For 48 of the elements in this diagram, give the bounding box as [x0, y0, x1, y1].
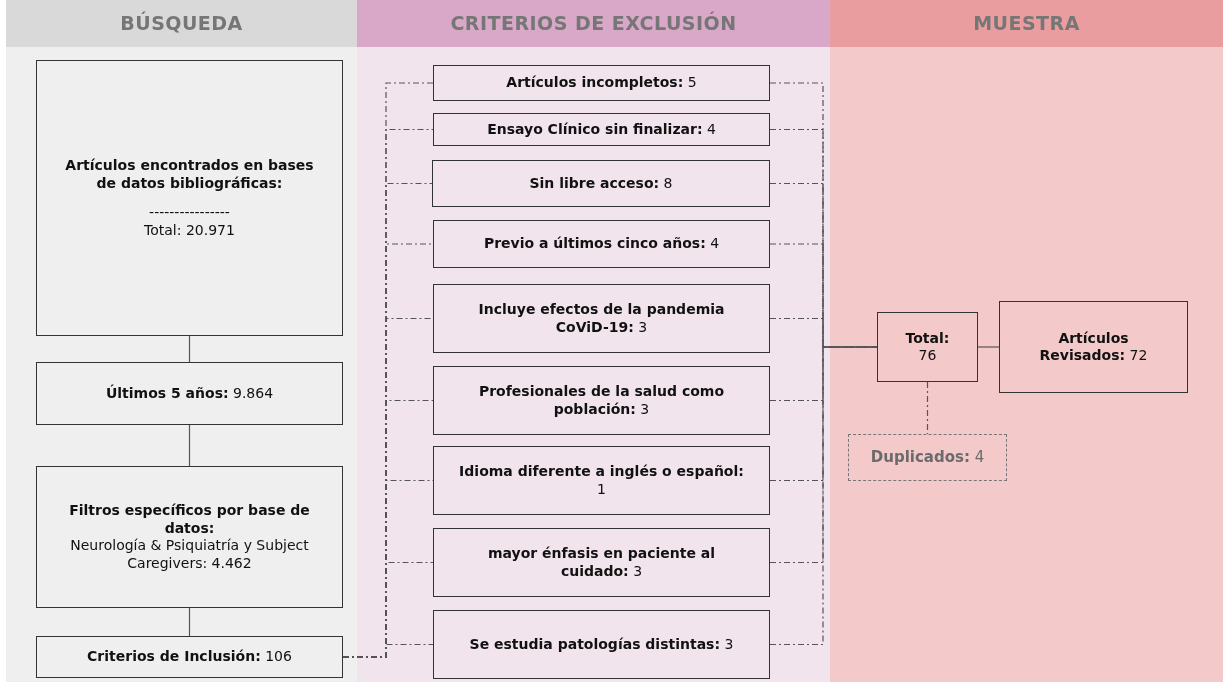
- box-text: Sin libre acceso: 8: [529, 174, 673, 193]
- process-box: [432, 160, 770, 207]
- column-band: [830, 0, 1223, 682]
- box-text: Duplicados: 4: [870, 448, 985, 467]
- box-text: Idioma diferente a inglés o español: 1: [458, 463, 745, 498]
- connector-line: [188, 335, 191, 363]
- connector-line: [769, 346, 878, 482]
- process-box: [433, 446, 770, 515]
- column-header: CRITERIOS DE EXCLUSIÓN: [357, 0, 830, 47]
- process-box: [433, 528, 770, 597]
- column-header: BÚSQUEDA: [6, 0, 357, 47]
- box-text: Criterios de Inclusión: 106: [87, 648, 292, 666]
- column-band: [6, 0, 357, 682]
- box-text: Total: 20.971: [144, 221, 235, 239]
- process-box: [433, 610, 770, 679]
- box-text: ----------------: [149, 204, 230, 222]
- process-box: [999, 301, 1188, 393]
- process-box: [36, 362, 343, 425]
- box-text: Previo a últimos cinco años: 4: [483, 235, 720, 253]
- column-band: [357, 0, 830, 682]
- box-text: Artículos incompletos: 5: [506, 74, 697, 92]
- process-box: [433, 65, 770, 101]
- connector-line: [188, 607, 191, 637]
- connector-line: [769, 346, 878, 646]
- process-box: [433, 284, 770, 353]
- box-text: Ensayo Clínico sin finalizar: 4: [487, 120, 716, 139]
- connector-line: [188, 424, 191, 467]
- connector-line: [926, 381, 929, 435]
- process-box: [433, 220, 770, 268]
- box-text: mayor énfasis en paciente al cuidado: 3: [486, 545, 717, 580]
- process-box: [433, 113, 770, 146]
- connector-line: [977, 346, 1000, 348]
- process-box: [36, 636, 343, 678]
- box-text: Incluye efectos de la pandemia CoViD-19: 3: [477, 301, 726, 336]
- process-box: [36, 466, 343, 608]
- column-header: MUESTRA: [830, 0, 1223, 47]
- dashed-box: [848, 434, 1007, 481]
- process-box: [877, 312, 978, 382]
- box-text: Artículos Revisados: 72: [1038, 329, 1149, 365]
- process-box: [36, 60, 343, 336]
- box-text: Últimos 5 años: 9.864: [105, 384, 274, 403]
- box-heading: Artículos encontrados en bases de datos bibliográficas:: [64, 157, 315, 192]
- box-text: Profesionales de la salud como población: 3: [477, 383, 726, 418]
- box-text: Se estudia patologías distintas: 3: [469, 635, 734, 654]
- box-heading: Filtros específicos por base de datos:: [68, 502, 311, 537]
- box-text: Total: 76: [904, 329, 951, 365]
- process-box: [433, 366, 770, 435]
- box-text: Neurología & Psiquiatría y Subject Caregivers: 4.462: [69, 537, 310, 572]
